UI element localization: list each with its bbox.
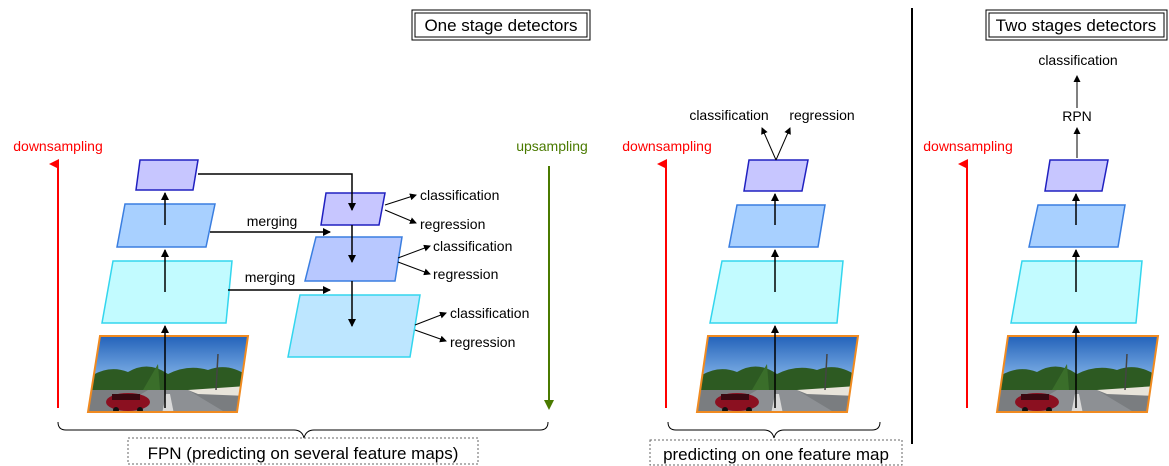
single-brace [667, 421, 881, 439]
fpn-head-large-classification: classification [450, 305, 529, 321]
fpn-upsampling-label: upsampling [516, 138, 588, 154]
fpn-caption: FPN (predicting on several feature maps) [148, 444, 459, 463]
fpn-input-image [86, 335, 250, 413]
single-downsampling-label: downsampling [622, 138, 712, 154]
single-head-classification: classification [689, 107, 768, 123]
single-level-large [709, 260, 844, 324]
fpn-lateral-top [198, 173, 356, 211]
one-stage-title: One stage detectors [424, 16, 577, 35]
single-input-image [695, 335, 860, 413]
fpn-section: One stage detectors downsampling upsampl… [13, 9, 591, 465]
two-stage-classification-label: classification [1038, 52, 1117, 68]
fpn-head-large-regression: regression [450, 334, 515, 350]
single-level-small [743, 159, 809, 192]
two-stage-level-small [1044, 159, 1109, 192]
two-stage-title-box: Two stages detectors [985, 9, 1168, 41]
two-stage-downsampling-label: downsampling [923, 138, 1013, 154]
fpn-topdown-mid [304, 236, 403, 282]
fpn-level-large [101, 260, 233, 324]
single-map-section: downsampling classification regression p… [622, 107, 903, 466]
two-stage-rpn-label: RPN [1062, 108, 1092, 124]
single-caption: predicting on one feature map [663, 445, 889, 464]
fpn-head-mid-regression: regression [433, 266, 498, 282]
fpn-downsampling-label: downsampling [13, 138, 103, 154]
fpn-head-small-classification: classification [420, 187, 499, 203]
fpn-level-small [135, 159, 199, 191]
two-stage-level-mid [1028, 204, 1126, 248]
single-head-regression: regression [789, 107, 854, 123]
fpn-level-mid [116, 203, 216, 248]
fpn-topdown-large [287, 294, 421, 358]
fpn-merging-label-2: merging [245, 269, 296, 285]
two-stage-input-image [995, 335, 1160, 413]
fpn-head-mid-classification: classification [433, 238, 512, 254]
fpn-merging-label-1: merging [247, 213, 298, 229]
fpn-topdown-small [320, 192, 386, 226]
fpn-head-small-regression: regression [420, 216, 485, 232]
one-stage-title-box: One stage detectors [411, 9, 591, 41]
fpn-brace [57, 421, 549, 439]
two-stage-section: Two stages detectors downsampling RPN cl… [923, 9, 1168, 413]
two-stage-title: Two stages detectors [996, 16, 1157, 35]
single-level-mid [728, 204, 826, 248]
